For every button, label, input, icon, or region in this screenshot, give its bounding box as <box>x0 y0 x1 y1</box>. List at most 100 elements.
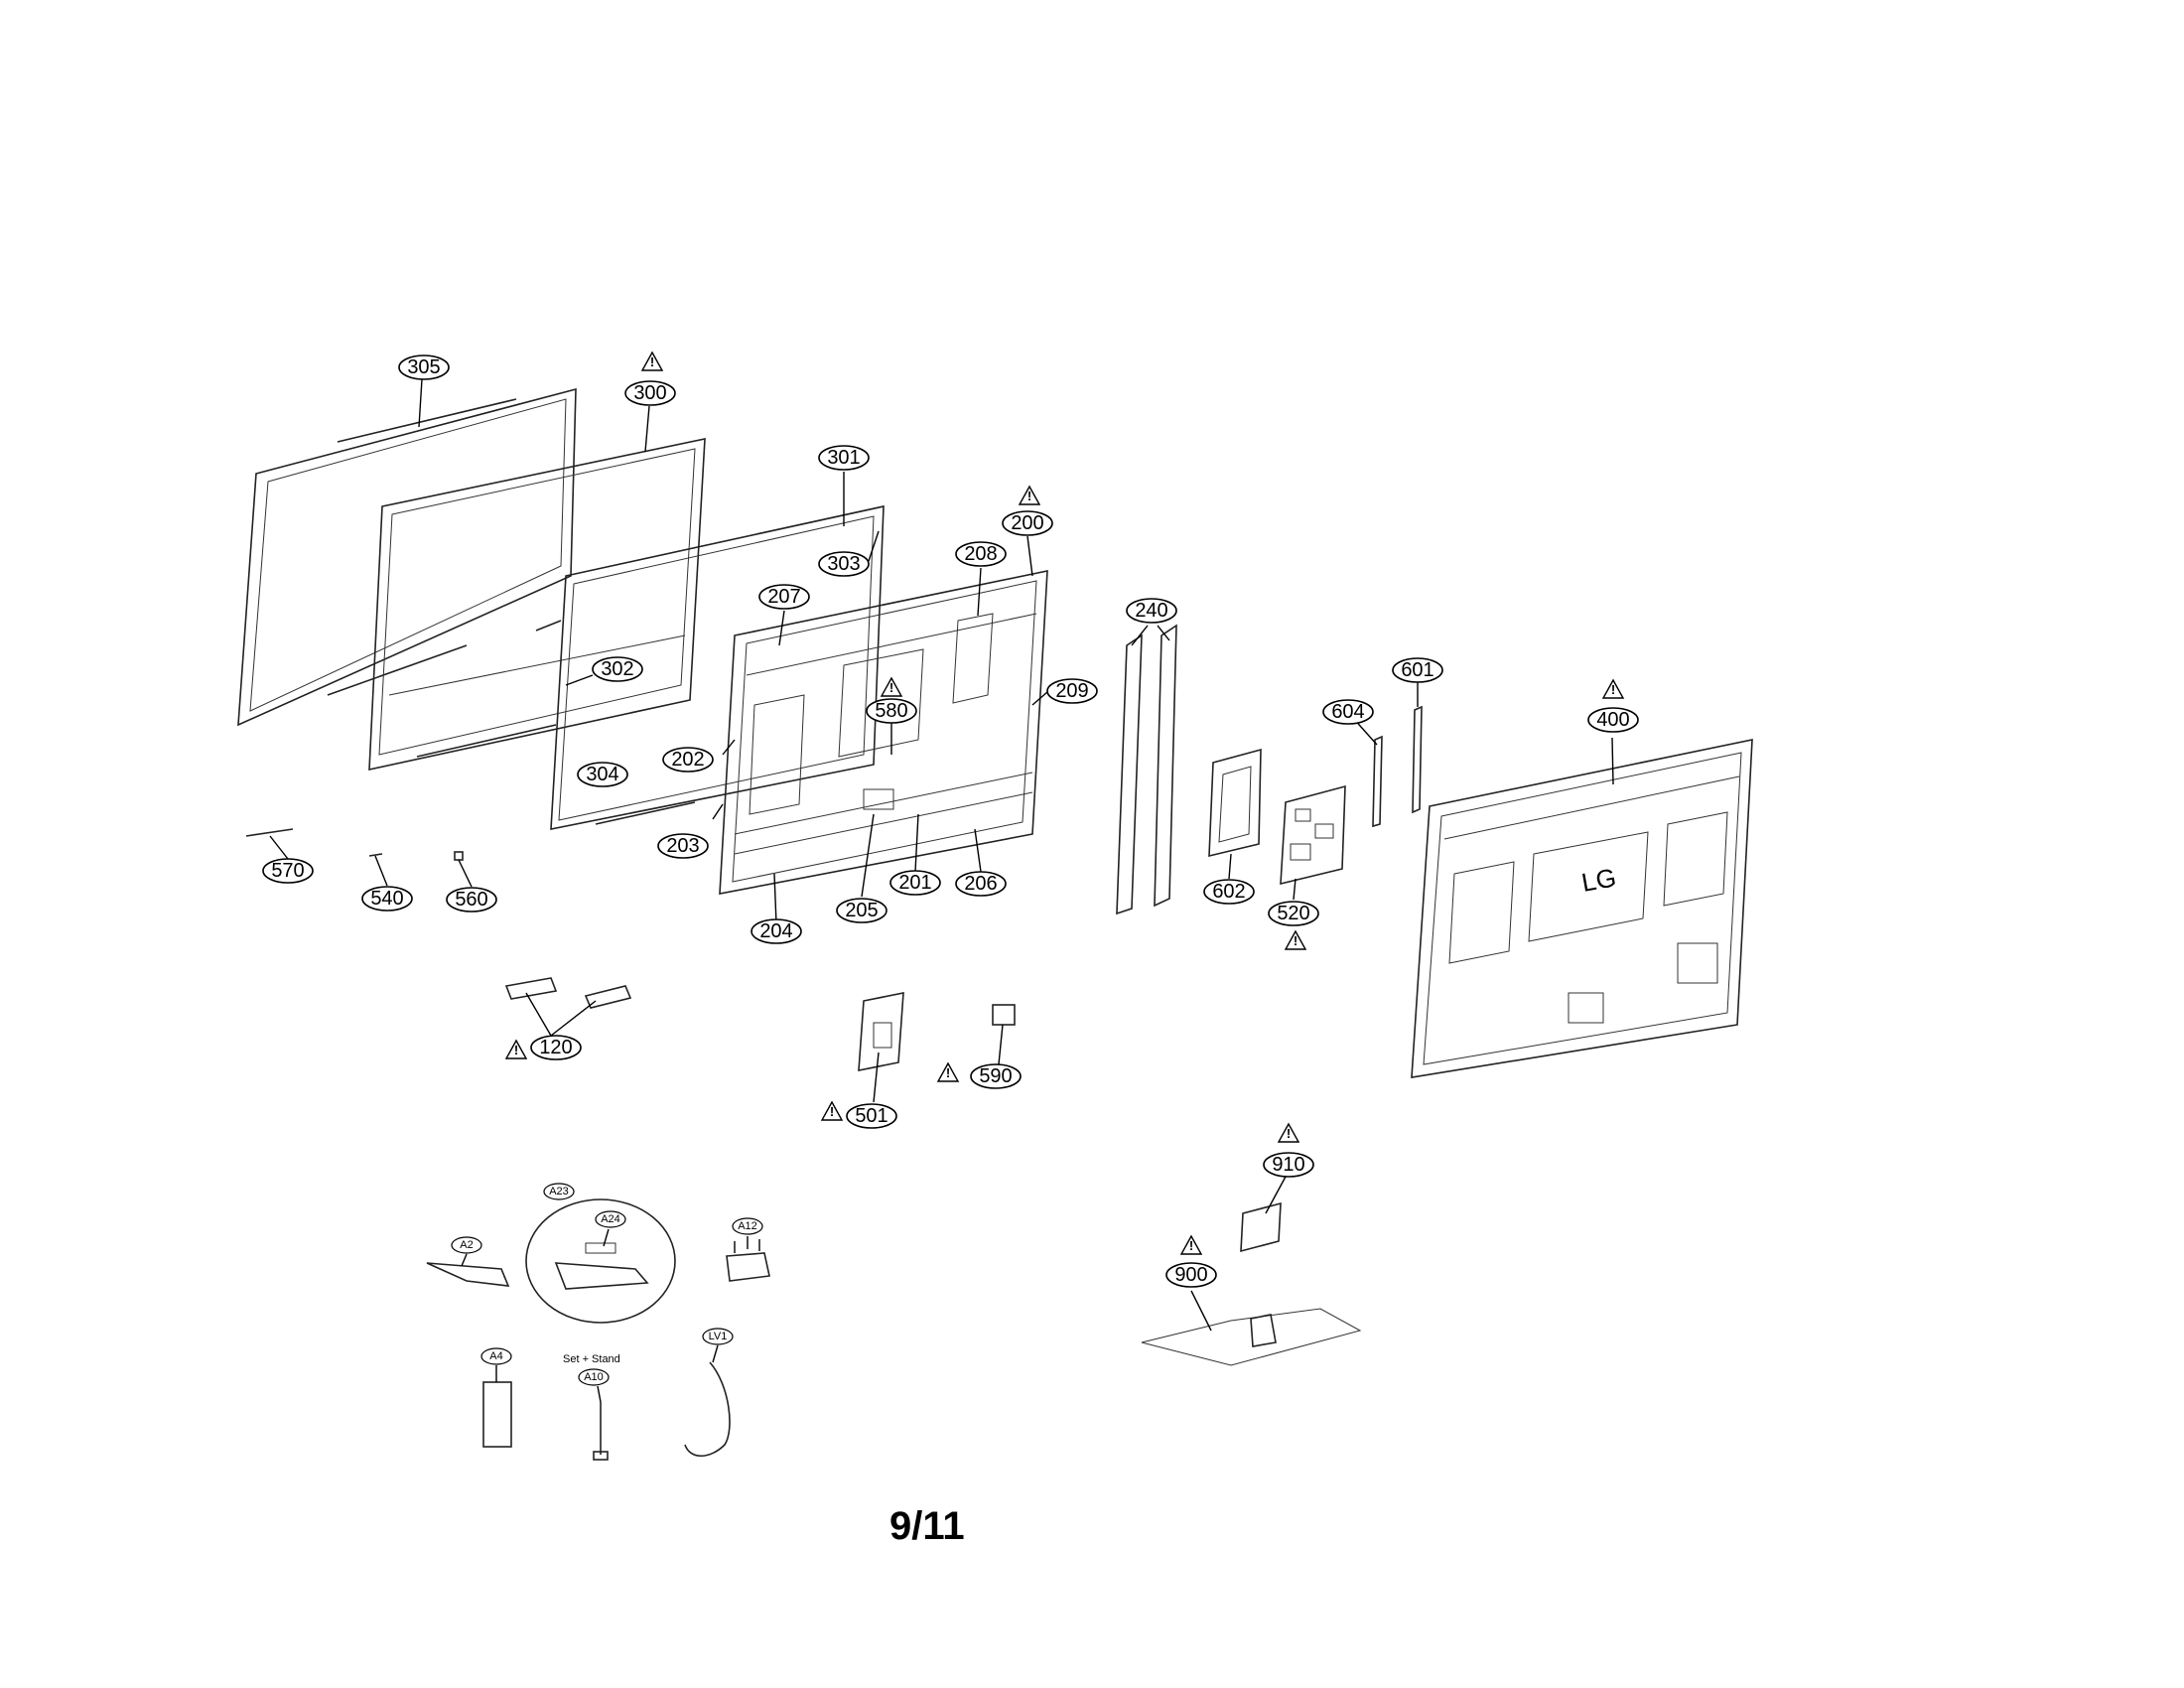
svg-text:!: ! <box>1189 1238 1193 1253</box>
part-label-501: 501 <box>846 1103 897 1129</box>
part-label-A12: A12 <box>732 1217 763 1235</box>
svg-text:!: ! <box>1027 489 1031 503</box>
svg-text:204: 204 <box>759 920 792 942</box>
part-label-202: 202 <box>662 747 714 773</box>
svg-text:!: ! <box>889 680 893 695</box>
part-label-540: 540 <box>361 886 413 912</box>
svg-text:540: 540 <box>370 888 403 910</box>
part-label-209: 209 <box>1046 678 1098 704</box>
svg-text:A12: A12 <box>738 1220 757 1232</box>
part-label-201: 201 <box>889 870 941 896</box>
part-label-203: 203 <box>657 833 709 859</box>
strip-601 <box>1412 705 1423 814</box>
part-label-204: 204 <box>751 918 802 944</box>
page-number: 9/11 <box>889 1504 965 1548</box>
board-602 <box>1208 748 1262 858</box>
svg-text:302: 302 <box>601 658 633 680</box>
part-910 <box>1240 1201 1282 1253</box>
cable-LV1 <box>684 1361 731 1458</box>
part-label-LV1: LV1 <box>702 1328 734 1345</box>
screw-A10 <box>593 1402 609 1461</box>
part-label-200: 200 <box>1002 510 1053 536</box>
warning-icon: ! <box>640 351 664 371</box>
svg-text:A2: A2 <box>460 1239 473 1251</box>
warning-icon: ! <box>820 1100 844 1121</box>
svg-text:400: 400 <box>1596 709 1629 731</box>
svg-text:A10: A10 <box>584 1371 604 1383</box>
svg-text:520: 520 <box>1277 903 1309 924</box>
svg-text:305: 305 <box>407 356 440 378</box>
svg-text:202: 202 <box>671 749 704 771</box>
part-label-305: 305 <box>398 354 450 380</box>
part-label-304: 304 <box>577 762 628 787</box>
svg-text:A4: A4 <box>489 1350 502 1362</box>
front-bezel-305 <box>237 387 577 727</box>
svg-text:201: 201 <box>898 872 931 894</box>
bracket-501 <box>858 992 904 1071</box>
svg-text:!: ! <box>1287 1126 1291 1141</box>
svg-text:560: 560 <box>455 889 487 911</box>
warning-icon: ! <box>1284 929 1307 950</box>
svg-text:120: 120 <box>539 1037 572 1058</box>
warning-icon: ! <box>1179 1234 1203 1255</box>
part-label-601: 601 <box>1392 657 1443 683</box>
back-cover-logo: LG <box>1579 862 1618 898</box>
svg-text:207: 207 <box>767 586 800 608</box>
part-label-570: 570 <box>262 858 314 884</box>
svg-text:604: 604 <box>1331 701 1364 723</box>
part-label-300: 300 <box>624 380 676 406</box>
svg-text:206: 206 <box>964 873 997 895</box>
part-label-A10: A10 <box>578 1368 610 1386</box>
svg-text:501: 501 <box>855 1105 887 1127</box>
part-label-520: 520 <box>1268 901 1319 926</box>
warning-icon: ! <box>504 1039 528 1059</box>
part-label-560: 560 <box>446 887 497 913</box>
svg-text:203: 203 <box>666 835 699 857</box>
warning-icon: ! <box>1018 485 1041 505</box>
part-label-303: 303 <box>818 551 870 577</box>
svg-text:200: 200 <box>1011 512 1043 534</box>
part-label-400: 400 <box>1587 707 1639 733</box>
svg-text:570: 570 <box>271 860 304 882</box>
svg-text:304: 304 <box>586 764 618 785</box>
part-label-A23: A23 <box>543 1183 575 1200</box>
part-label-910: 910 <box>1263 1152 1314 1178</box>
part-label-120: 120 <box>530 1035 582 1060</box>
main-board-520 <box>1280 784 1346 886</box>
part-label-A2: A2 <box>451 1236 482 1254</box>
svg-text:301: 301 <box>827 447 860 469</box>
svg-text:!: ! <box>650 354 654 369</box>
stand-A2 <box>426 1262 510 1287</box>
part-label-900: 900 <box>1165 1262 1217 1288</box>
svg-text:303: 303 <box>827 553 860 575</box>
part-label-A4: A4 <box>480 1347 512 1365</box>
part-label-A24: A24 <box>595 1210 626 1228</box>
warning-icon: ! <box>1601 678 1625 699</box>
svg-text:602: 602 <box>1212 881 1245 903</box>
svg-text:580: 580 <box>875 700 907 722</box>
svg-text:A24: A24 <box>601 1213 620 1225</box>
strip-604 <box>1372 735 1383 828</box>
part-590 <box>992 1004 1016 1026</box>
svg-text:!: ! <box>830 1104 834 1119</box>
part-label-301: 301 <box>818 445 870 471</box>
part-label-206: 206 <box>955 871 1007 897</box>
svg-text:!: ! <box>514 1043 518 1057</box>
frame-301 <box>550 504 885 830</box>
part-label-580: 580 <box>866 698 917 724</box>
back-cover-400 <box>1411 739 1753 1078</box>
warning-icon: ! <box>880 676 903 697</box>
svg-text:590: 590 <box>979 1065 1012 1087</box>
part-label-240: 240 <box>1126 598 1177 624</box>
svg-text:300: 300 <box>633 382 666 404</box>
small-part-560 <box>454 851 464 861</box>
svg-text:205: 205 <box>845 900 878 921</box>
part-label-207: 207 <box>758 584 810 610</box>
stand-base-900 <box>1141 1308 1362 1366</box>
small-part-540 <box>368 853 383 857</box>
part-label-590: 590 <box>970 1063 1022 1089</box>
part-label-208: 208 <box>955 541 1007 567</box>
part-label-205: 205 <box>836 898 887 923</box>
stand-group-A23 <box>525 1198 676 1324</box>
